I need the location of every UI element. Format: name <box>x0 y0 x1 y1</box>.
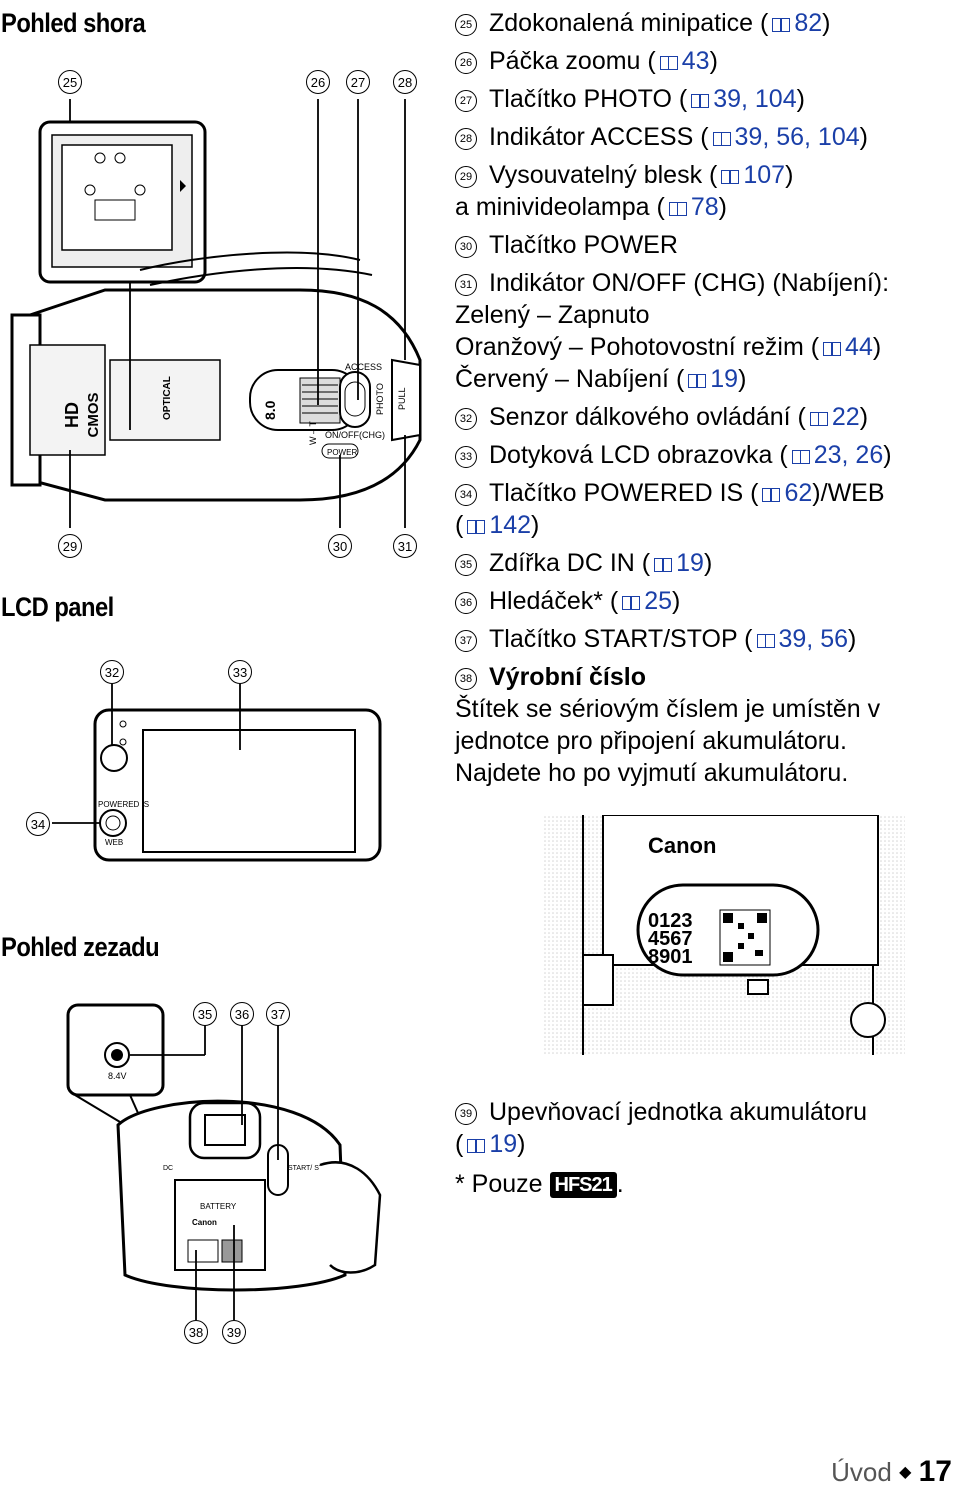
callout-30: 30 <box>328 534 352 558</box>
callout-36: 36 <box>230 1002 254 1026</box>
serial-line-2: 4567 <box>648 928 693 950</box>
callout-29: 29 <box>58 534 82 558</box>
list-item-continuation: Oranžový – Pohotovostní režim (44) <box>455 333 882 361</box>
serial-brand-text: Canon <box>648 833 716 858</box>
footnote: * Pouze HFS21. <box>455 1170 624 1198</box>
callout-26: 26 <box>306 70 330 94</box>
web-text: WEB <box>105 838 123 847</box>
camera-top-view-illustration: HD CMOS OPTICAL 8.0 W – T ACCESS PHOTO P… <box>10 99 422 528</box>
book-icon <box>668 202 687 216</box>
footer-section: Úvod <box>831 1457 892 1487</box>
callout-27: 27 <box>346 70 370 94</box>
callout-33: 33 <box>228 660 252 684</box>
access-indicator-text: ACCESS <box>345 362 382 372</box>
list-item-continuation: Štítek se sériovým číslem je umístěn v <box>455 695 881 723</box>
footer-bullet-icon: ◆ <box>899 1464 912 1481</box>
section-title-rear-view: Pohled zezadu <box>1 932 160 962</box>
book-icon <box>622 596 641 610</box>
list-item-continuation: Zelený – Zapnuto <box>455 301 650 329</box>
list-item-continuation: Najdete ho po vyjmutí akumulátoru. <box>455 759 849 787</box>
page-footer: Úvod ◆ 17 <box>831 1455 952 1489</box>
model-badge: HFS21 <box>549 1172 617 1198</box>
page-number: 17 <box>918 1455 952 1488</box>
book-icon <box>762 488 781 502</box>
book-icon <box>688 374 707 388</box>
powered-is-text: POWERED IS <box>98 800 149 809</box>
serial-line-1: 0123 <box>648 910 693 932</box>
cmos-logo-text: CMOS <box>85 393 102 438</box>
list-item-continuation: (142) <box>455 511 540 539</box>
section-title-lcd-panel: LCD panel <box>1 592 114 622</box>
book-icon <box>467 1139 486 1153</box>
megapixel-text: 8.0 <box>262 400 278 420</box>
power-button-text: POWER <box>327 448 357 457</box>
book-icon <box>809 412 828 426</box>
book-icon <box>659 56 678 70</box>
qr-code-icon <box>719 909 771 966</box>
lcd-panel-illustration: POWERED IS WEB <box>52 684 382 862</box>
rear-brand-text: Canon <box>192 1218 217 1227</box>
list-item-continuation: jednotce pro připojení akumulátoru. <box>455 727 847 755</box>
list-item-continuation: Červený – Nabíjení (19) <box>455 365 747 393</box>
hd-logo-text: HD <box>62 402 82 428</box>
dc-text: DC <box>163 1165 173 1172</box>
camera-rear-view-illustration: 8.4V BATTERY Canon START/ STOP DC <box>66 1003 382 1320</box>
book-icon <box>721 170 740 184</box>
list-item-continuation: (19) <box>455 1130 526 1158</box>
section-title-top-view: Pohled shora <box>1 8 146 38</box>
serial-line-3: 8901 <box>648 946 693 968</box>
book-icon <box>823 342 842 356</box>
on-off-chg-text: ON/OFF(CHG) <box>325 430 385 440</box>
book-icon <box>691 94 710 108</box>
callout-25: 25 <box>58 70 82 94</box>
optical-stabilizer-text: OPTICAL <box>162 376 173 420</box>
callout-34: 34 <box>26 812 50 836</box>
book-icon <box>756 634 775 648</box>
book-icon <box>712 132 731 146</box>
battery-text: BATTERY <box>200 1202 237 1211</box>
book-icon <box>654 558 673 572</box>
callout-28: 28 <box>393 70 417 94</box>
callout-39: 39 <box>222 1320 246 1344</box>
pull-text: PULL <box>397 387 407 410</box>
callout-32: 32 <box>100 660 124 684</box>
callout-31: 31 <box>393 534 417 558</box>
book-icon <box>791 450 810 464</box>
book-icon <box>772 18 791 32</box>
callout-37: 37 <box>266 1002 290 1026</box>
serial-number-label-illustration: Canon 0123 4567 8901 <box>543 815 905 1055</box>
callout-38: 38 <box>184 1320 208 1344</box>
photo-button-text: PHOTO <box>375 383 385 415</box>
dc-voltage-text: 8.4V <box>108 1071 127 1081</box>
callout-35: 35 <box>193 1002 217 1026</box>
zoom-wt-text: W – T <box>308 421 318 445</box>
list-item-continuation: a minivideolampa (78) <box>455 193 727 221</box>
book-icon <box>467 520 486 534</box>
start-stop-text: START/ STOP <box>288 1165 333 1172</box>
